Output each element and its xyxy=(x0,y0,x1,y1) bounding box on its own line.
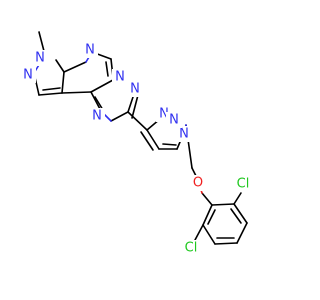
bond xyxy=(61,91,92,94)
label-bg xyxy=(232,176,254,192)
bond xyxy=(110,111,129,122)
label-bg xyxy=(20,67,36,83)
bond xyxy=(162,143,177,146)
label-bg xyxy=(89,108,105,124)
bond xyxy=(233,203,248,224)
bond xyxy=(230,208,242,224)
label-bg xyxy=(127,81,143,97)
label-bg xyxy=(176,126,192,142)
bond xyxy=(61,71,65,94)
label-bg xyxy=(180,240,202,256)
bond xyxy=(90,79,114,93)
label-bg xyxy=(166,112,182,128)
atom-label-nitrogen: N xyxy=(92,109,102,124)
bond xyxy=(94,96,104,111)
bond xyxy=(105,61,109,77)
bond xyxy=(202,224,216,245)
atom-label-nitrogen: N xyxy=(115,70,125,85)
bond xyxy=(201,192,213,206)
atom-label-nitrogen: N xyxy=(23,68,33,83)
atom-label-nitrogen: N xyxy=(85,43,95,58)
bond xyxy=(42,87,61,91)
molecular-structure-diagram: N N N N N N N N N O Cl Cl xyxy=(20,31,254,256)
bond xyxy=(211,203,235,206)
atom-label-nitrogen: N xyxy=(130,82,140,97)
bond xyxy=(236,222,248,244)
bond xyxy=(38,92,63,96)
bond xyxy=(63,61,87,73)
label-bg xyxy=(82,42,98,58)
atom-labels: N N N N N N N N N O Cl Cl xyxy=(20,42,254,256)
atom-label-nitrogen: N xyxy=(179,127,189,142)
bond xyxy=(127,111,148,131)
atom-label-nitrogen: N xyxy=(35,51,45,66)
atom-label-oxygen: O xyxy=(193,176,203,191)
label-bg xyxy=(190,175,206,191)
bond xyxy=(146,129,160,150)
atom-label-chlorine: Cl xyxy=(185,241,198,256)
bond xyxy=(194,224,204,241)
bond xyxy=(233,192,242,205)
bond xyxy=(131,94,139,119)
bond xyxy=(90,91,102,112)
bond xyxy=(140,131,154,151)
atom-label-nitrogen: N xyxy=(159,107,169,122)
bond xyxy=(202,204,213,226)
bond xyxy=(214,242,238,245)
atom-label-nitrogen: N xyxy=(169,113,179,128)
bond xyxy=(55,59,65,73)
atom-label-chlorine: Cl xyxy=(237,177,250,192)
label-bg xyxy=(32,50,48,66)
label-bg xyxy=(112,69,128,85)
bond xyxy=(207,209,216,225)
bonds xyxy=(33,31,248,245)
